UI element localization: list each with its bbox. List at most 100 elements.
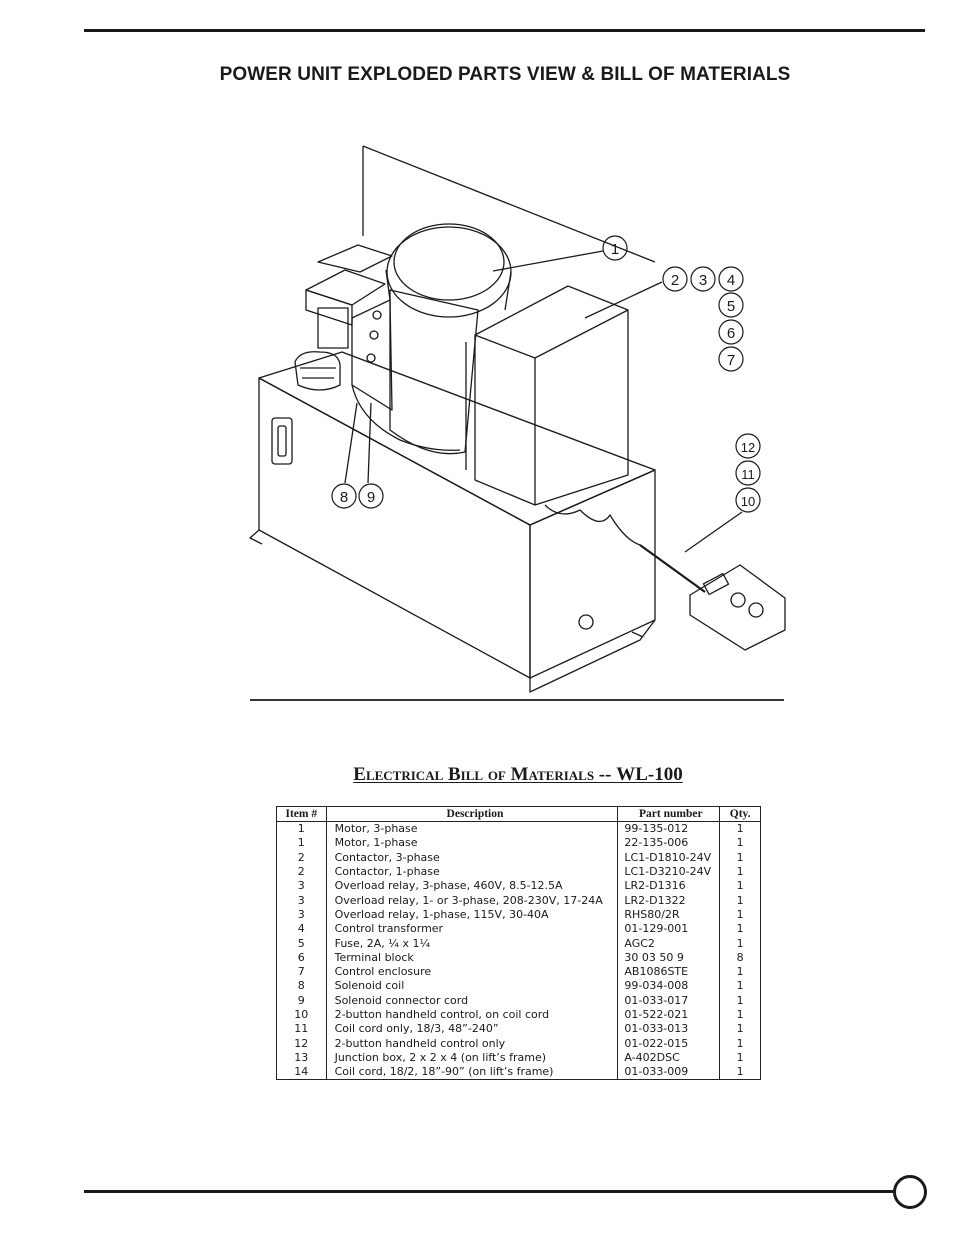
cell-description: Coil cord only, 18/3, 48”-240” <box>325 1022 619 1037</box>
cell-qty: 1 <box>719 979 761 994</box>
cell-part-number: AB1086STE <box>617 964 721 980</box>
top-rule <box>84 29 925 32</box>
page-title: POWER UNIT EXPLODED PARTS VIEW & BILL OF… <box>219 64 791 85</box>
cell-qty: 1 <box>719 821 761 837</box>
bom-title: Electrical Bill of Materials -- WL-100 <box>0 764 954 786</box>
cell-item: 3 <box>276 893 327 908</box>
cell-item: 10 <box>276 1007 327 1023</box>
callout-circle-11 <box>735 460 761 486</box>
callout-9: 9 <box>367 489 375 506</box>
callout-3: 3 <box>699 272 707 289</box>
cell-part-number: LR2-D1316 <box>617 879 721 894</box>
cell-item: 1 <box>276 836 327 851</box>
control-enclosure-outline <box>474 285 629 506</box>
cell-description: Overload relay, 1- or 3-phase, 208-230V,… <box>325 893 619 908</box>
pump-block-top <box>305 269 386 306</box>
motor-body <box>389 289 479 455</box>
callout-circle-6 <box>718 319 744 345</box>
leader-10 <box>684 511 743 553</box>
cell-item: 5 <box>276 936 327 951</box>
cell-part-number: 22-135-006 <box>617 836 721 851</box>
cell-description: 2-button handheld control only <box>325 1036 619 1051</box>
callout-circle-5 <box>718 292 744 318</box>
cell-description: Coil cord, 18/2, 18”-90” (on lift’s fram… <box>325 1065 619 1081</box>
bom-header-row: Item # Description Part number Qty. <box>276 806 761 822</box>
cell-item: 11 <box>276 1022 327 1037</box>
callout-6: 6 <box>727 325 735 342</box>
cell-part-number: 99-135-012 <box>617 821 721 837</box>
callout-circle-8 <box>331 483 357 509</box>
cell-item: 2 <box>276 864 327 880</box>
drain-plug <box>578 614 594 630</box>
cell-description: Junction box, 2 x 2 x 4 (on lift’s frame… <box>325 1050 619 1066</box>
leader-9 <box>367 402 372 484</box>
cell-qty: 1 <box>719 879 761 894</box>
header-qty: Qty. <box>719 806 761 822</box>
cell-qty: 1 <box>719 1007 761 1023</box>
coil-cord <box>639 544 706 593</box>
cord-wave <box>544 504 641 546</box>
cell-qty: 1 <box>719 893 761 908</box>
cell-qty: 1 <box>719 936 761 951</box>
cell-qty: 1 <box>719 850 761 865</box>
cell-description: Motor, 3-phase <box>325 821 619 837</box>
callout-circle-2 <box>662 266 688 292</box>
callout-circle-1 <box>602 235 628 261</box>
cell-item: 3 <box>276 879 327 894</box>
callout-circle-4 <box>718 266 744 292</box>
cell-qty: 1 <box>719 1022 761 1037</box>
cell-description: Solenoid connector cord <box>325 993 619 1008</box>
cell-qty: 1 <box>719 1050 761 1066</box>
leader-1 <box>492 250 604 272</box>
cell-part-number: AGC2 <box>617 936 721 951</box>
cell-item: 3 <box>276 907 327 923</box>
cell-item: 1 <box>276 821 327 837</box>
cell-item: 4 <box>276 922 327 937</box>
callout-circle-9 <box>358 483 384 509</box>
cell-description: 2-button handheld control, on coil cord <box>325 1007 619 1023</box>
cell-part-number: 01-033-013 <box>617 1022 721 1037</box>
tank-front <box>258 377 531 679</box>
cell-part-number: LR2-D1322 <box>617 893 721 908</box>
filler-cap <box>294 351 341 391</box>
callout-8: 8 <box>340 489 348 506</box>
cell-description: Contactor, 3-phase <box>325 850 619 865</box>
cell-description: Control enclosure <box>325 964 619 980</box>
cell-part-number: LC1-D3210-24V <box>617 864 721 880</box>
leader-2 <box>584 281 663 319</box>
cell-part-number: 99-034-008 <box>617 979 721 994</box>
cell-part-number: RHS80/2R <box>617 907 721 923</box>
cell-item: 14 <box>276 1065 327 1081</box>
cell-qty: 1 <box>719 964 761 980</box>
motor-plate <box>351 299 393 411</box>
cell-part-number: A-402DSC <box>617 1050 721 1066</box>
flange-tab <box>631 631 644 638</box>
callout-circle-7 <box>718 346 744 372</box>
cell-description: Control transformer <box>325 922 619 937</box>
cell-item: 7 <box>276 964 327 980</box>
header-description: Description <box>325 806 619 822</box>
flange-left <box>249 529 263 545</box>
callout-1: 1 <box>611 241 619 258</box>
cell-description: Fuse, 2A, ¼ x 1¼ <box>325 936 619 951</box>
callout-4: 4 <box>727 272 735 289</box>
leader-8 <box>344 402 358 484</box>
cell-part-number: LC1-D1810-24V <box>617 850 721 865</box>
bom-title-prefix: Electrical Bill of Materials -- <box>353 764 617 785</box>
cell-item: 2 <box>276 850 327 865</box>
cell-qty: 1 <box>719 1036 761 1051</box>
bottom-rule <box>84 1190 896 1193</box>
